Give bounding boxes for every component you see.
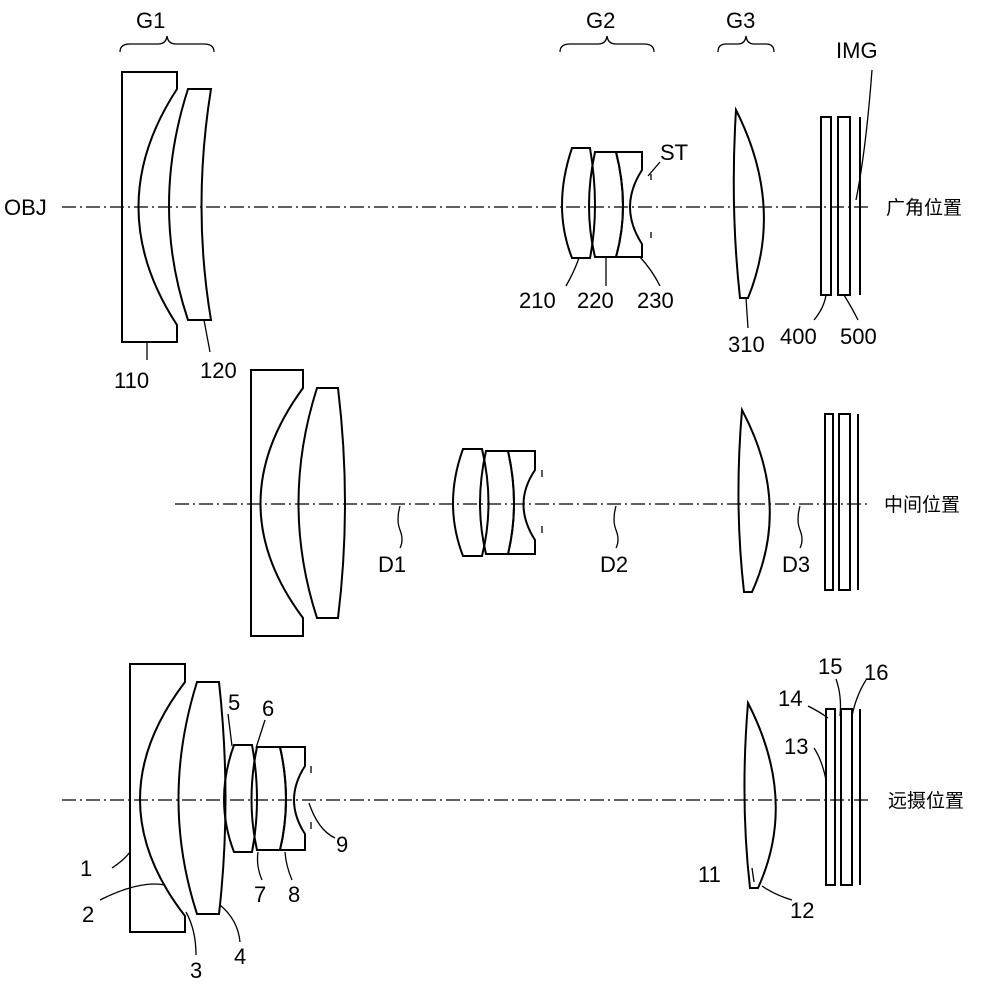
lens-210	[561, 147, 596, 259]
label-110: 110	[114, 368, 149, 393]
tele-filter-500	[840, 708, 853, 886]
label-surface-14: 14	[778, 686, 802, 711]
middle-lens-120	[297, 387, 346, 619]
label-surface-6: 6	[262, 696, 274, 721]
leader-st	[647, 161, 661, 177]
label-d3: D3	[782, 552, 810, 577]
middle-lens-310	[737, 406, 771, 593]
label-surface-9: 9	[336, 832, 348, 857]
leader-s14	[807, 705, 829, 719]
tele-filter-400	[825, 708, 836, 886]
leader-210	[565, 257, 580, 287]
leader-s7	[256, 851, 263, 881]
leader-s3	[185, 911, 197, 956]
tele-configuration	[62, 663, 868, 956]
label-st: ST	[660, 140, 688, 165]
label-surface-11: 11	[698, 862, 721, 887]
label-surface-7: 7	[254, 882, 266, 907]
leader-400	[813, 294, 827, 321]
label-wide-position: 广角位置	[886, 197, 962, 219]
middle-filter-400	[824, 413, 834, 591]
g1-bracket	[119, 35, 215, 53]
leader-s15	[835, 678, 842, 717]
leader-230	[639, 256, 661, 287]
lens-120	[168, 88, 213, 321]
leader-d1	[397, 505, 403, 549]
label-g3: G3	[726, 8, 755, 33]
leader-500	[843, 294, 859, 321]
middle-filter-500	[838, 413, 851, 591]
wide-angle-configuration	[62, 35, 873, 360]
g2-bracket	[559, 35, 655, 53]
label-220: 220	[577, 288, 614, 313]
leader-s4	[219, 904, 241, 943]
label-surface-12: 12	[790, 898, 814, 923]
label-surface-8: 8	[288, 882, 300, 907]
label-middle-position: 中间位置	[884, 494, 960, 516]
leader-s2	[99, 883, 166, 901]
leader-s5	[227, 713, 233, 747]
label-500: 500	[840, 324, 877, 349]
label-obj: OBJ	[4, 195, 47, 220]
leader-s11	[751, 867, 755, 883]
label-surface-5: 5	[228, 690, 240, 715]
label-210: 210	[519, 288, 556, 313]
tele-lens-120	[177, 681, 227, 915]
lens-230	[614, 151, 643, 258]
label-120: 120	[200, 358, 237, 383]
tele-lens-230	[278, 746, 306, 851]
label-g2: G2	[586, 8, 615, 33]
label-230: 230	[637, 288, 674, 313]
leader-s1	[111, 851, 131, 869]
leader-s13	[813, 747, 827, 781]
label-surface-15: 15	[818, 654, 842, 679]
label-g1: G1	[136, 8, 165, 33]
tele-lens-310	[743, 699, 777, 889]
middle-lens-110	[250, 369, 304, 637]
label-d2: D2	[600, 552, 628, 577]
leader-120	[203, 319, 211, 353]
middle-lens-230	[506, 450, 536, 555]
label-surface-1: 1	[80, 856, 92, 881]
leader-d3	[797, 505, 803, 549]
leader-310	[745, 297, 749, 329]
label-surface-16: 16	[864, 660, 888, 685]
tele-lens-210	[223, 744, 258, 853]
g3-bracket	[717, 35, 775, 53]
lens-110	[121, 71, 178, 343]
label-400: 400	[780, 324, 817, 349]
filter-400	[820, 116, 832, 296]
label-surface-3: 3	[190, 958, 202, 983]
leader-s12	[761, 885, 793, 901]
label-img: IMG	[836, 38, 878, 63]
label-d1: D1	[378, 552, 406, 577]
middle-configuration	[175, 369, 868, 637]
leader-s9	[308, 802, 336, 839]
leader-s16	[851, 679, 867, 717]
leader-s6	[255, 719, 266, 749]
filter-500	[837, 116, 851, 296]
leader-s8	[284, 851, 293, 881]
leader-d2	[613, 505, 619, 549]
label-310: 310	[728, 332, 765, 357]
lens-310	[732, 106, 765, 299]
label-surface-4: 4	[234, 944, 246, 969]
label-tele-position: 远摄位置	[888, 790, 964, 812]
label-surface-2: 2	[82, 902, 94, 927]
middle-lens-210	[452, 448, 490, 557]
leader-img	[855, 69, 873, 201]
tele-lens-110	[129, 663, 186, 933]
label-surface-13: 13	[784, 734, 808, 759]
